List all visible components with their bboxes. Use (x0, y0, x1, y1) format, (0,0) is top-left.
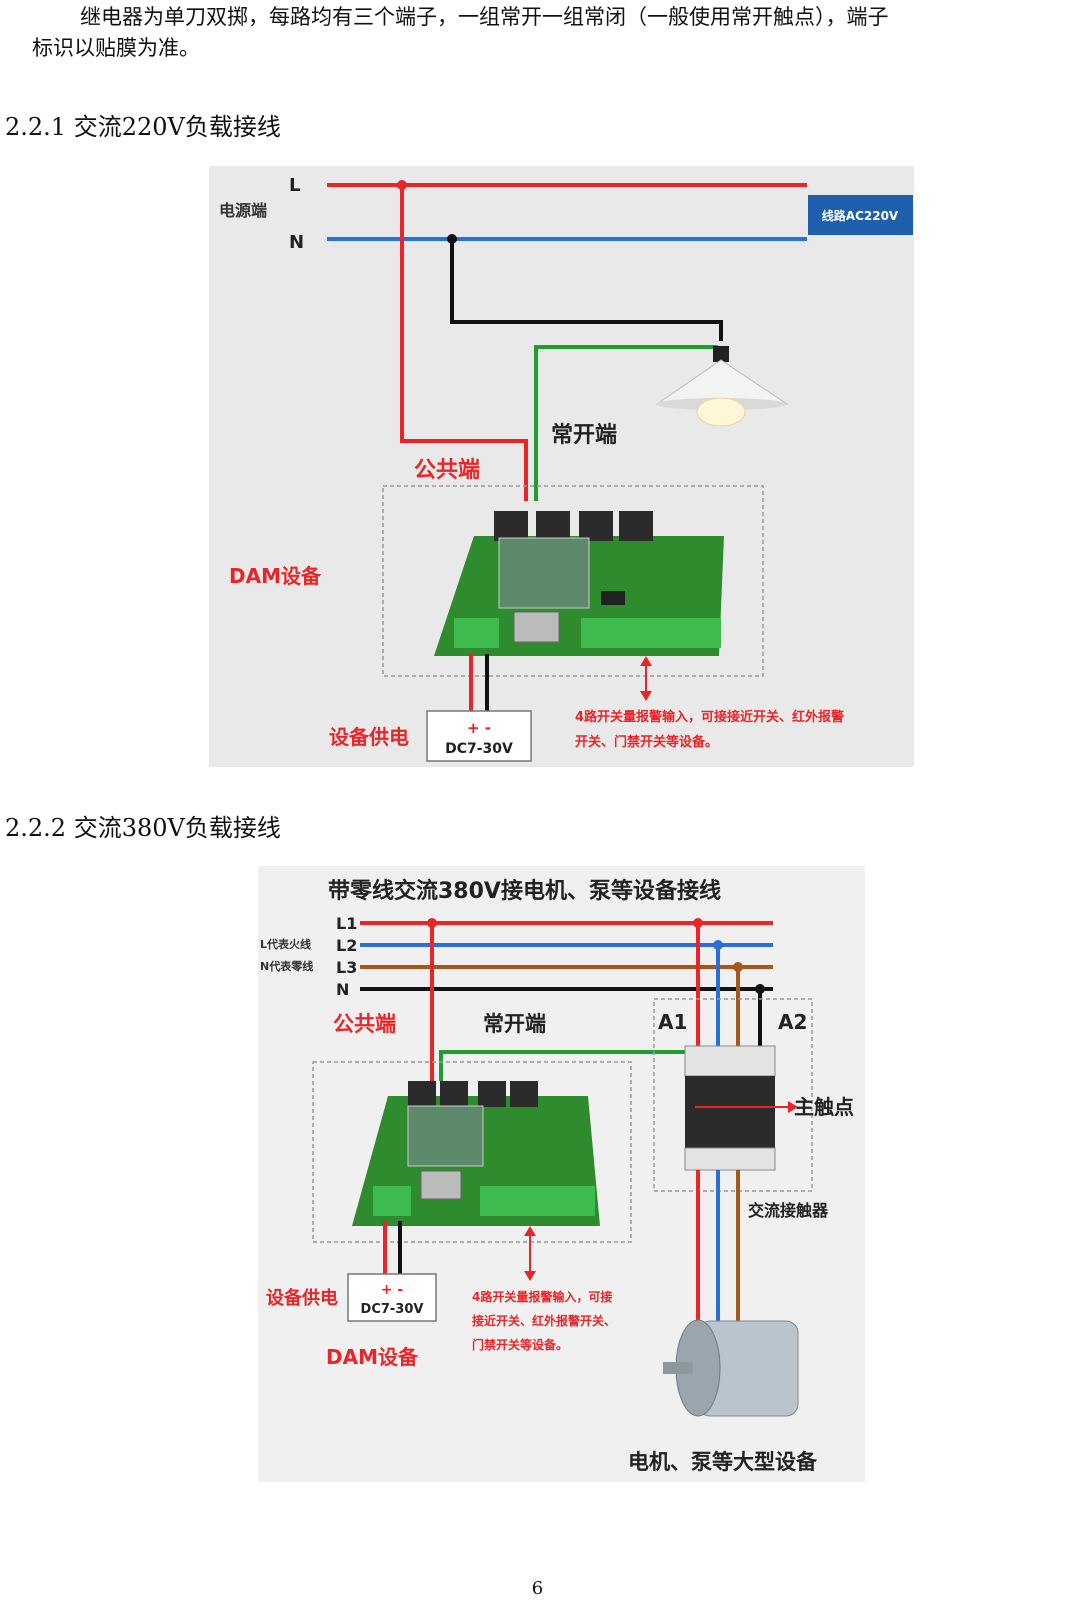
wire-common (400, 185, 528, 501)
alarm-arrow-tail (640, 691, 652, 701)
label-l-note: L代表火线 (260, 937, 311, 951)
label-contactor: 交流接触器 (748, 1201, 829, 1220)
power-supply-box (426, 710, 532, 762)
dam-board-icon (434, 511, 724, 656)
device-boundary (312, 1061, 632, 1243)
label-alarm-line1: 4路开关量报警输入，可接接近开关、红外报警 (575, 709, 844, 725)
label-L: L (289, 175, 300, 196)
label-alarm-line2: 接近开关、红外报警开关、 (472, 1313, 616, 1328)
label-L3: L3 (336, 958, 357, 977)
figure-380v-wiring: 带零线交流380V接电机、泵等设备接线 L1 L2 L3 N L代表火线 N代表… (258, 866, 865, 1482)
label-N: N (336, 980, 349, 999)
label-device: DAM设备 (326, 1345, 419, 1369)
body-line-2: 标识以贴膜为准。 (32, 36, 200, 60)
section-heading-380v: 2.2.2 交流380V负载接线 (5, 814, 281, 842)
figure-220v-svg: L N 电源端 线路AC220V 常开端 公共端 DAM设备 + - DC7-3… (209, 166, 914, 767)
wire-lamp-neutral (450, 239, 723, 341)
label-power-supply: 设备供电 (266, 1287, 338, 1309)
label-dc-range: DC7-30V (445, 741, 513, 757)
label-n-note: N代表零线 (260, 959, 313, 973)
contactor-icon (684, 1045, 776, 1171)
label-power-supply: 设备供电 (329, 725, 409, 749)
label-alarm-line2: 开关、门禁开关等设备。 (575, 734, 718, 750)
label-main-contact: 主触点 (794, 1095, 854, 1119)
motor-icon (663, 1319, 799, 1417)
label-common: 公共端 (333, 1012, 396, 1036)
device-boundary (382, 485, 764, 677)
label-alarm-line3: 门禁开关等设备。 (472, 1337, 568, 1352)
label-plus-minus: + - (467, 719, 491, 737)
alarm-arrow-head (524, 1226, 536, 1236)
label-power-end: 电源端 (219, 201, 267, 220)
section-heading-220v: 2.2.1 交流220V负载接线 (5, 113, 281, 141)
contactor-boundary (653, 998, 813, 1192)
label-device: DAM设备 (229, 564, 322, 588)
label-normally-open: 常开端 (483, 1012, 546, 1036)
figure-380v-svg: 带零线交流380V接电机、泵等设备接线 L1 L2 L3 N L代表火线 N代表… (258, 866, 865, 1482)
label-normally-open: 常开端 (551, 422, 617, 448)
label-A2: A2 (778, 1010, 807, 1034)
line-voltage-box (808, 195, 913, 235)
label-dc-range: DC7-30V (361, 1302, 424, 1317)
body-line-1: 继电器为单刀双掷，每路均有三个端子，一组常开一组常闭（一般使用常开触点），端子 (80, 5, 889, 29)
main-contact-arrow-head (788, 1101, 798, 1113)
figure-background (209, 166, 914, 767)
dam-board-icon (352, 1081, 600, 1226)
label-line-voltage: 线路AC220V (822, 208, 899, 223)
lamp-icon (655, 346, 789, 427)
body-paragraph: 继电器为单刀双掷，每路均有三个端子，一组常开一组常闭（一般使用常开触点），端子 … (32, 2, 1072, 64)
label-common: 公共端 (414, 458, 480, 483)
label-motor: 电机、泵等大型设备 (628, 1450, 818, 1474)
label-N: N (289, 232, 304, 253)
label-A1: A1 (658, 1010, 687, 1034)
label-L1: L1 (336, 914, 357, 933)
wire-normally-open (439, 1050, 690, 1081)
alarm-arrow-head (640, 656, 652, 666)
page-number: 6 (531, 1578, 544, 1599)
alarm-arrow-tail (524, 1271, 536, 1281)
label-L2: L2 (336, 936, 357, 955)
figure-title: 带零线交流380V接电机、泵等设备接线 (328, 878, 721, 904)
figure-220v-wiring: L N 电源端 线路AC220V 常开端 公共端 DAM设备 + - DC7-3… (209, 166, 914, 767)
label-plus-minus: + - (381, 1282, 404, 1298)
label-alarm-line1: 4路开关量报警输入，可接 (472, 1289, 612, 1304)
power-supply-box (347, 1273, 437, 1322)
